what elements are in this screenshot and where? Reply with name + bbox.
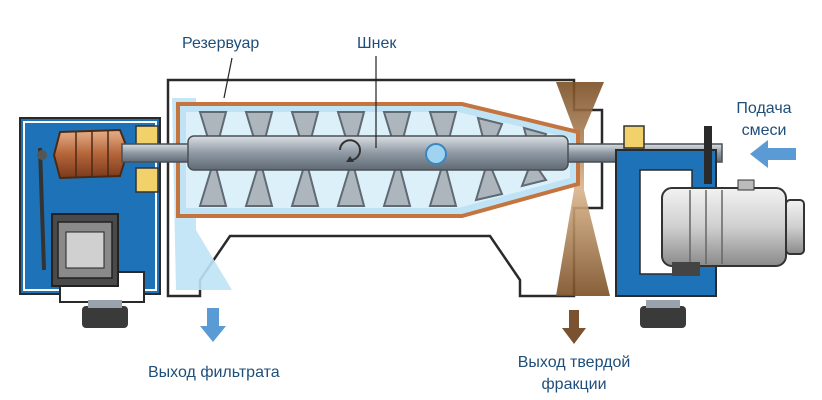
drive-pulley [37,128,130,271]
label-reservoir: Резервуар [182,35,260,52]
label-screw: Шнек [357,35,397,52]
label-solids-outlet: Выход твердой фракции [517,354,631,393]
gearbox [51,213,119,287]
motor [661,179,805,276]
label-filtrate-outlet: Выход фильтрата [148,364,280,381]
screw-shaft [121,135,723,171]
vibration-feet [82,300,686,328]
label-feed: Подача смеси [736,100,792,139]
leader-lines [223,56,377,148]
screw-flights [198,111,548,207]
arrow-down-icon [200,308,226,342]
arrow-left-icon [750,140,796,168]
arrow-down-icon [562,310,586,344]
